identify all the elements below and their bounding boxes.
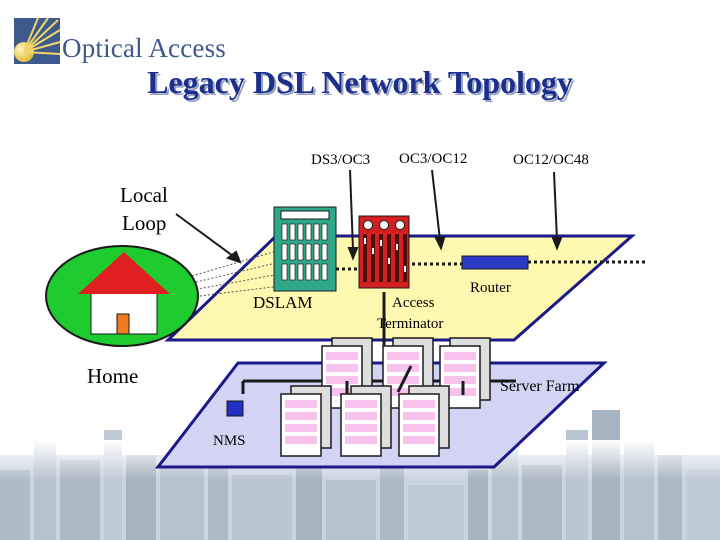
skyline-icon bbox=[0, 410, 720, 540]
router-icon bbox=[461, 255, 529, 270]
access-terminator-icon bbox=[358, 215, 410, 289]
server-icon bbox=[280, 385, 332, 457]
label-server-farm: Server Farm bbox=[500, 378, 580, 395]
brand-logo-text: Optical Access bbox=[62, 33, 226, 63]
label-dslam: DSLAM bbox=[253, 293, 313, 312]
label-ds3-oc3: DS3/OC3 bbox=[311, 152, 371, 168]
label-oc3-oc12: OC3/OC12 bbox=[399, 151, 468, 167]
house-icon bbox=[78, 252, 170, 335]
label-nms: NMS bbox=[213, 433, 246, 449]
label-home: Home bbox=[87, 364, 139, 388]
nms-icon bbox=[226, 400, 244, 417]
sunburst-logo-icon bbox=[14, 17, 61, 64]
server-icon bbox=[398, 385, 450, 457]
label-router: Router bbox=[470, 280, 511, 296]
label-local-loop-line1: Local bbox=[120, 183, 168, 207]
label-local-loop-line2: Loop bbox=[122, 211, 167, 235]
label-oc12-oc48: OC12/OC48 bbox=[513, 152, 589, 168]
page-title: Legacy DSL Network Topology bbox=[147, 64, 573, 100]
server-icon bbox=[340, 385, 392, 457]
dslam-icon bbox=[273, 206, 337, 292]
label-terminator-line2: Terminator bbox=[377, 316, 444, 332]
label-access-line1: Access bbox=[392, 295, 435, 311]
